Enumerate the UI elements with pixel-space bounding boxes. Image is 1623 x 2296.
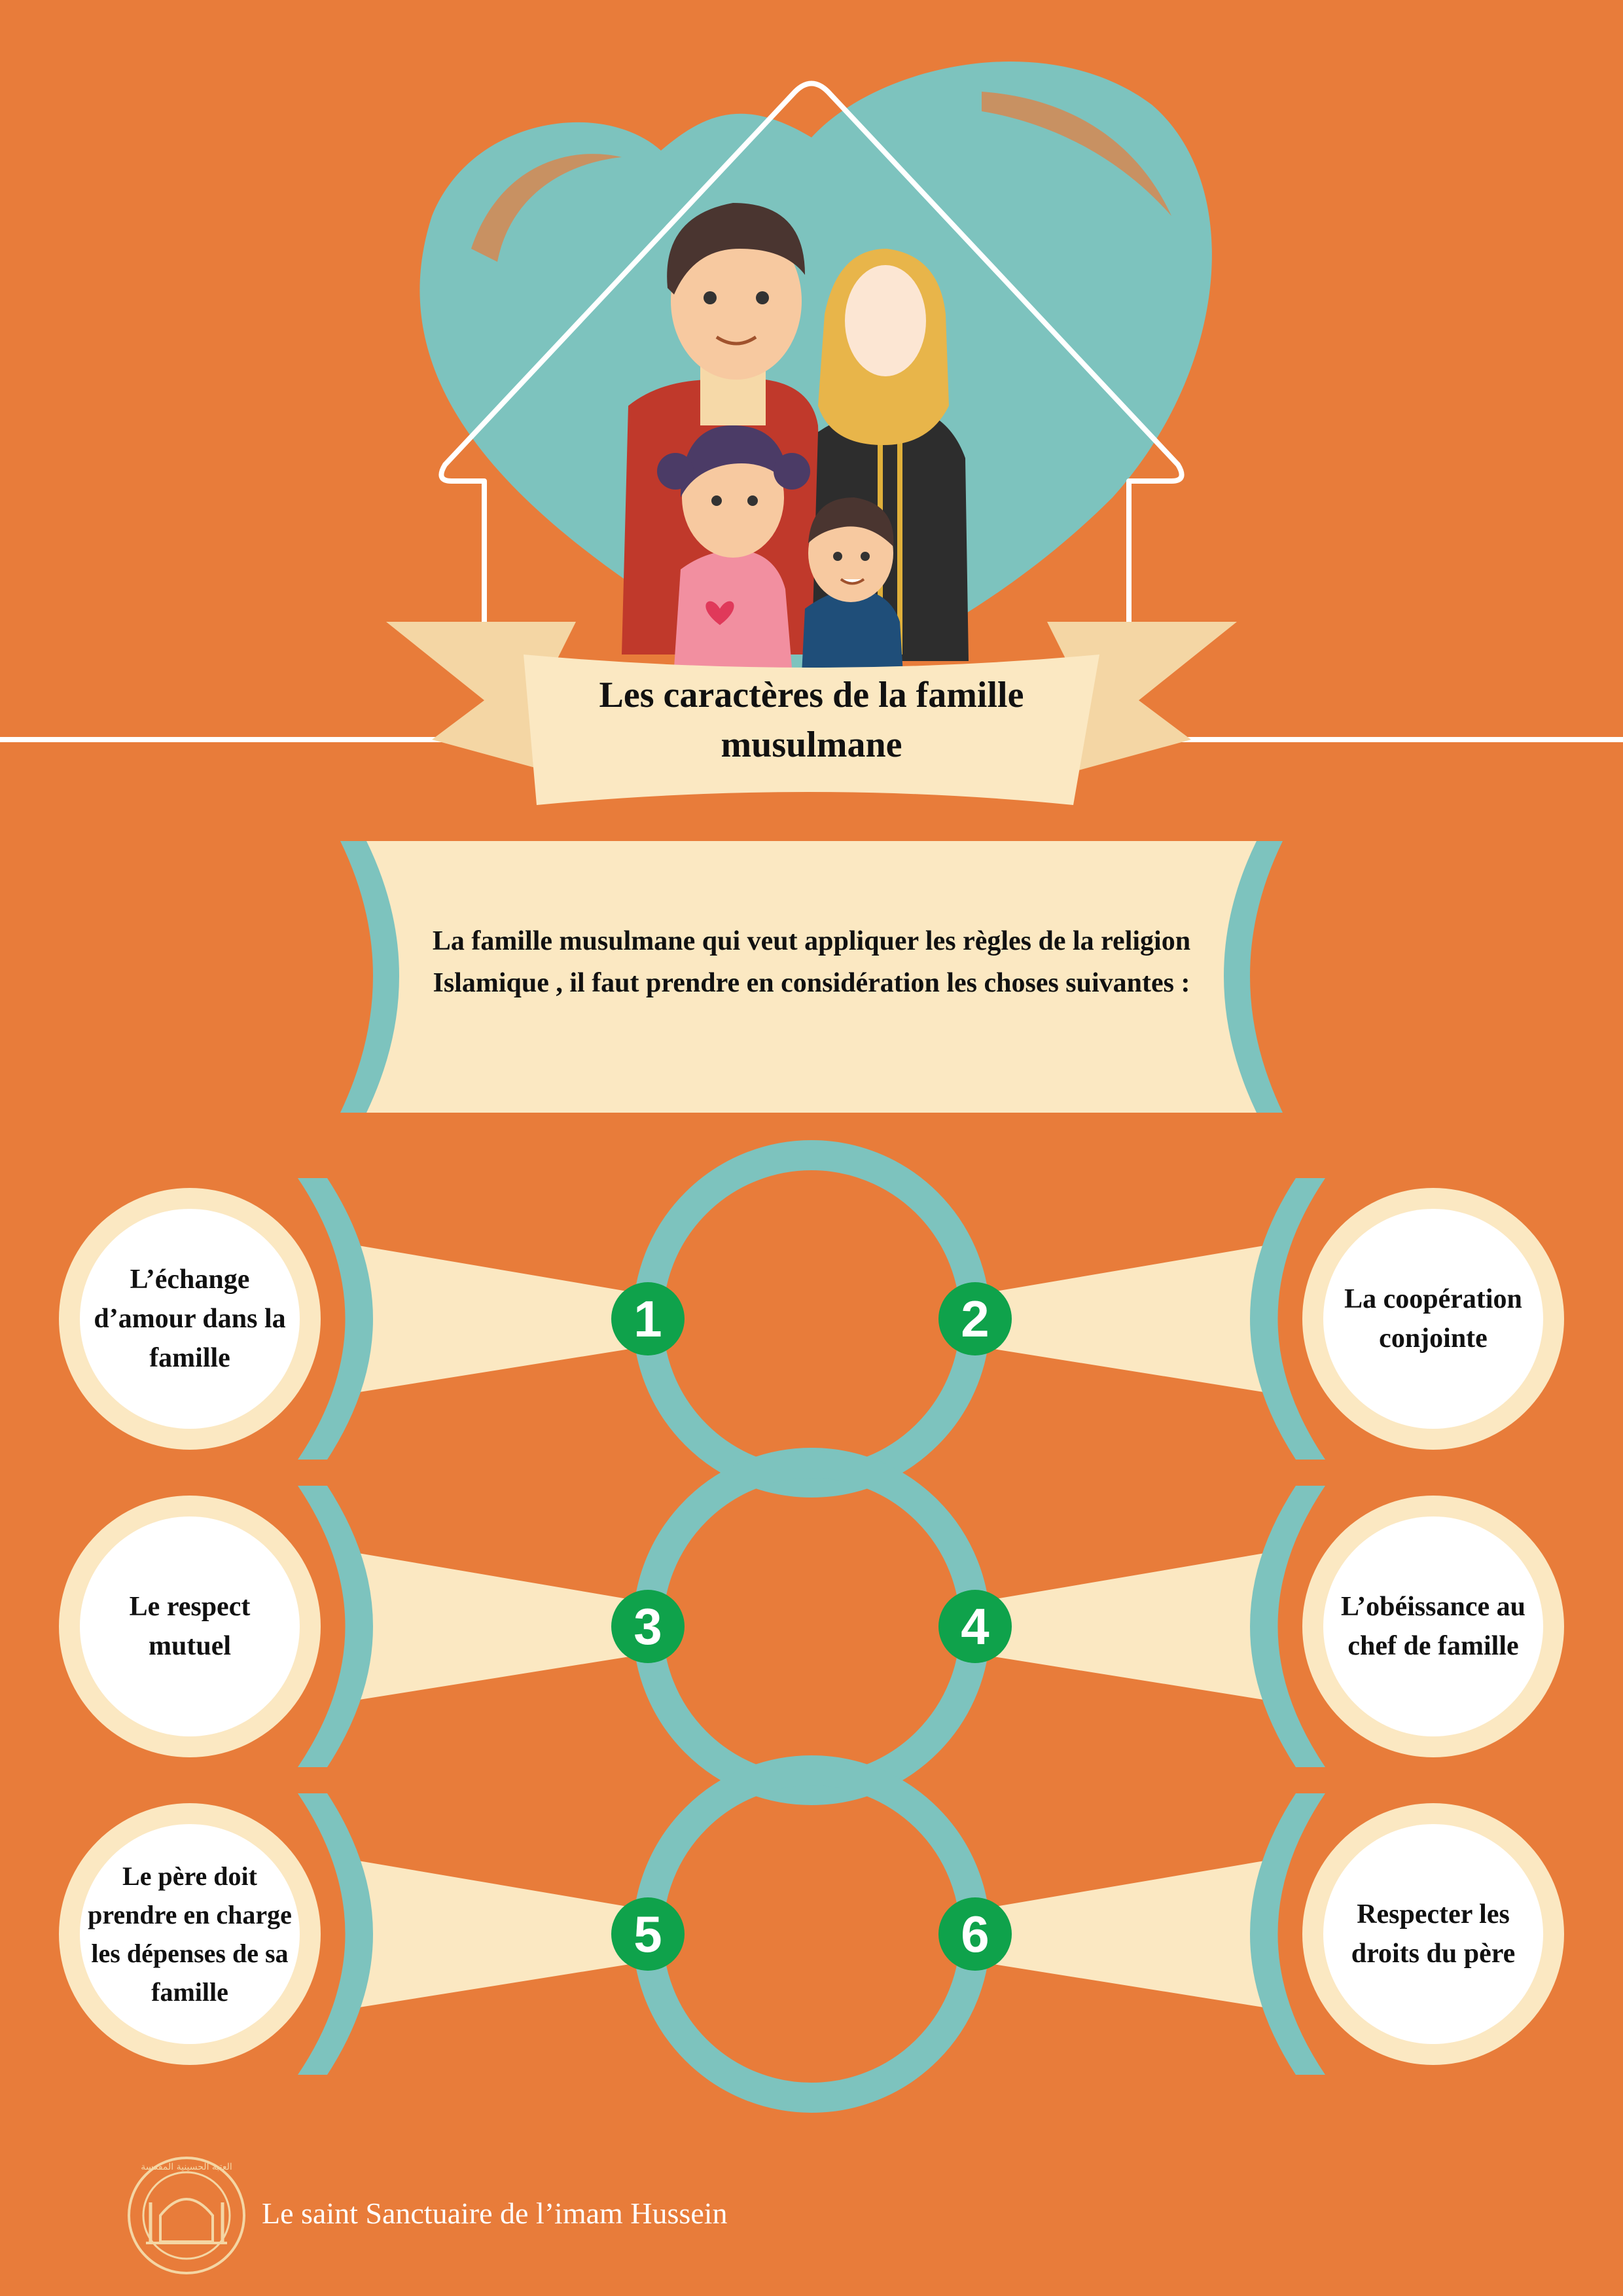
- number-badge-4: 4: [938, 1590, 1012, 1663]
- item-1-text: L’échange d’amour dans la famille: [94, 1265, 286, 1373]
- number-badge-2: 2: [938, 1282, 1012, 1355]
- number-badge-6: 6: [938, 1897, 1012, 1971]
- item-6-text: Respecter les droits du père: [1351, 1899, 1516, 1969]
- center-rings: [633, 1140, 990, 2113]
- title-ribbon: [386, 622, 1237, 805]
- item-3-text: Le respect mutuel: [129, 1592, 251, 1661]
- item-5-text: Le père doit prendre en charge les dépen…: [88, 1861, 292, 2007]
- number-badge-3: 3: [611, 1590, 685, 1663]
- logo-arabic-text: العتبة الحسينية المقدسة: [141, 2162, 232, 2172]
- number-badge-5: 5: [611, 1897, 685, 1971]
- page-title: Les caractères de la famille musulmane: [599, 675, 1024, 765]
- intro-text: La famille musulmane qui veut appliquer …: [432, 926, 1191, 998]
- item-2-text: La coopération conjointe: [1344, 1284, 1522, 1354]
- intro-ribbon: [340, 841, 1283, 1113]
- house-outline: [438, 81, 1185, 694]
- item-4-text: L’obéissance au chef de famille: [1340, 1592, 1525, 1661]
- family-illustration: [622, 203, 969, 674]
- heart-shape: [419, 62, 1212, 694]
- shrine-logo-icon: العتبة الحسينية المقدسة: [128, 2157, 245, 2274]
- row-1: [59, 1178, 1564, 1460]
- footer-org-name: Le saint Sanctuaire de l’imam Hussein: [262, 2197, 728, 2230]
- row-2: [59, 1486, 1564, 1767]
- number-badge-1: 1: [611, 1282, 685, 1355]
- row-3: [59, 1793, 1564, 2075]
